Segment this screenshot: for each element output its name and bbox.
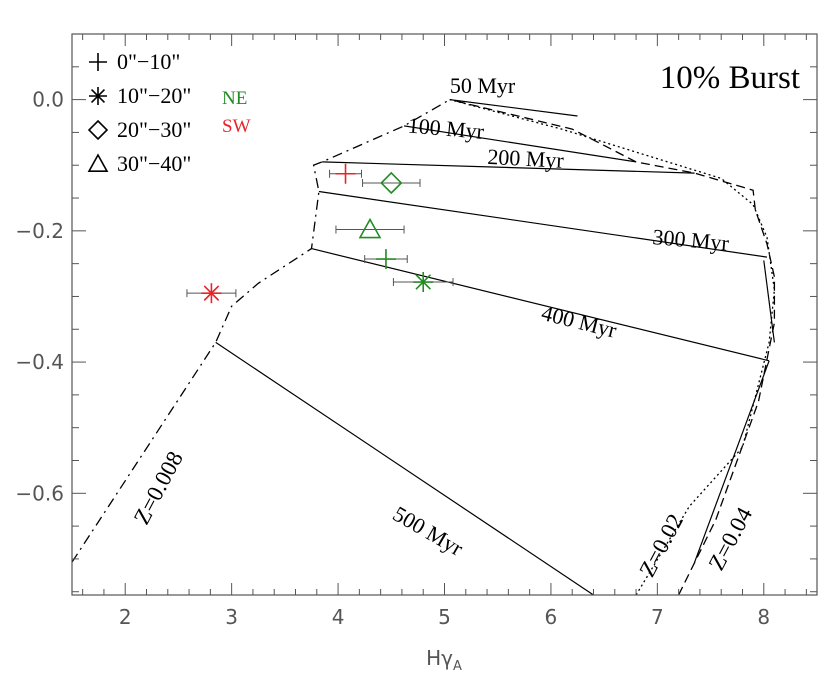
- data-point-ne-asterisk: [413, 272, 434, 293]
- marker-stroke: [87, 119, 109, 141]
- legend-marker-diamond: [87, 119, 109, 141]
- y-tick-label: −0.6: [15, 481, 64, 505]
- data-point-ne-diamond: [380, 171, 403, 195]
- metallicity-track-z-0-04: [449, 98, 776, 595]
- axis-ticks: 2 3 4 5 6 7 8 0.0 −0.2 −0.4 −0.6: [15, 33, 817, 629]
- legend-marker-triangle: [87, 153, 109, 172]
- legend-label: 10"−20": [117, 83, 191, 108]
- x-tick-label: 6: [545, 605, 558, 629]
- annotation-50-myr: 50 Myr: [450, 73, 516, 98]
- age-line-200-myr: [322, 161, 695, 174]
- data-point-ne-plus: [375, 249, 396, 270]
- y-tick-label: 0.0: [32, 88, 64, 112]
- marker-stroke: [203, 285, 220, 301]
- data-point-ne-triangle: [358, 217, 382, 239]
- metallicity-track-z-0-02: [449, 98, 776, 595]
- marker-stroke: [358, 217, 382, 239]
- legend-label: 30"−40": [117, 151, 191, 176]
- x-tick-label: 7: [651, 605, 664, 629]
- chart-title: 10% Burst: [660, 60, 800, 96]
- age-line: [694, 360, 770, 563]
- age-line-50-myr: [449, 99, 578, 117]
- x-tick-label: 5: [438, 605, 451, 629]
- y-tick-label: −0.4: [15, 350, 64, 374]
- x-axis-label: HγA: [426, 646, 462, 674]
- age-line-400-myr: [311, 248, 770, 362]
- legend-label: 0"−10": [117, 49, 180, 74]
- x-tick-label: 8: [757, 605, 770, 629]
- marker-stroke: [90, 88, 106, 104]
- y-tick-label: −0.2: [15, 219, 64, 243]
- legend: 0"−10" 10"−20" 20"−30" 30"−40" NE SW: [87, 49, 251, 176]
- x-tick-label: 4: [332, 605, 345, 629]
- legend-label: 20"−30": [117, 117, 191, 142]
- data-point-sw-asterisk: [201, 283, 222, 304]
- legend-sw: SW: [222, 116, 251, 137]
- age-line-500-myr: [215, 341, 594, 595]
- age-line-300-myr: [318, 190, 768, 258]
- age-line-100-myr: [404, 125, 637, 163]
- marker-stroke: [380, 171, 403, 195]
- marker-stroke: [87, 153, 109, 172]
- marker-stroke: [415, 274, 431, 290]
- annotation-200-myr: 200 Myr: [487, 144, 565, 173]
- data-point-sw-plus: [335, 163, 356, 184]
- legend-marker-asterisk: [89, 87, 107, 105]
- legend-marker-plus: [89, 53, 107, 71]
- x-tick-label: 2: [119, 605, 132, 629]
- legend-ne: NE: [222, 88, 247, 109]
- x-tick-label: 3: [225, 605, 238, 629]
